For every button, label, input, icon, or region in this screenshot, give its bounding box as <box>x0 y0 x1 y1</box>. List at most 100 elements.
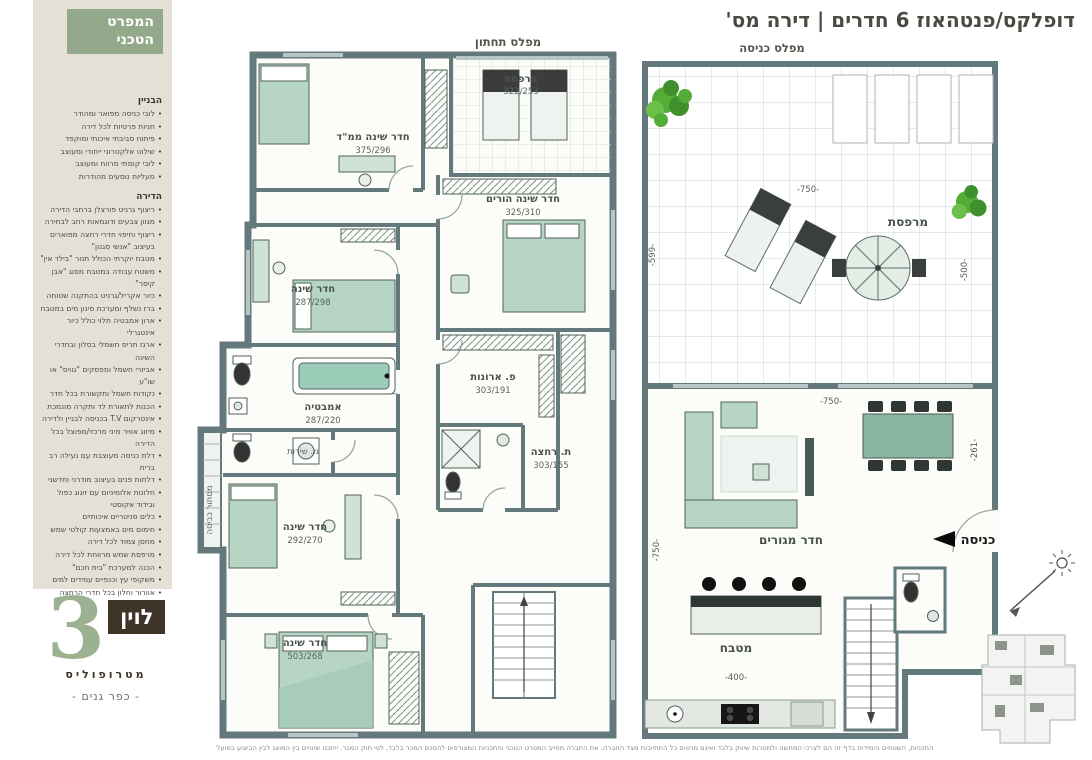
disclaimer-text: התכניות, השטחים והמידות בדף זה הם לצרכי … <box>216 744 934 752</box>
entrance-floor-plan: -750- -599- -500- מרפסת כניסה <box>642 61 1000 739</box>
spec-section-title: הבניין <box>137 96 162 106</box>
living-texts: -750- -750- -261- חדר מגורים מטבח -400- <box>652 397 980 683</box>
spec-item-text: הכנה למערכת "בית חכם" <box>72 562 155 572</box>
spec-item-text: לובי כניסה מפואר ומהודר <box>73 109 155 118</box>
spec-item: •חלונות אלומיניום עם זיגוג כפול ובידוד א… <box>38 487 162 511</box>
spec-item: •מטבח יוקרתי הכולל תנור "בילד אין" <box>38 253 162 266</box>
spec-item-text: כלים סניטריים איכותיים <box>82 512 155 522</box>
dim-text: -750- <box>820 397 842 407</box>
laundry-screen <box>202 431 222 549</box>
logo-tagline: - כפר גנים - <box>71 689 141 703</box>
entry-wc-icons <box>893 566 947 634</box>
spec-item-text: כיור אקריל/גרניט בהתקנה שטוחה <box>46 290 155 300</box>
spec-item-text: מעליות נוסעים מהודרות <box>78 171 155 181</box>
spec-item: •דלת כניסה מעוצבת עם נעילה רב בריח <box>38 450 162 474</box>
lower-room-labels: חדר שינה ממ"ד 375/296 מרפסת 322/253 חדר … <box>205 74 571 662</box>
spec-item: •אוורור וחלון בכל חדרי הרחצה <box>38 587 162 600</box>
spec-item-text: ברז נשלף ומערכת סינון מים במטבח <box>40 303 155 313</box>
spec-header: המפרט הטכני <box>67 9 163 54</box>
compass-and-siteplan <box>981 550 1076 744</box>
bedroom2-furniture <box>252 228 396 333</box>
spec-section-apartment: הדירה •ריצוף גרניט פורצלן ברחבי הדירה •מ… <box>38 192 162 600</box>
site-plan-icon <box>981 634 1076 744</box>
spec-item-text: מחסן צמוד לכל דירה <box>87 537 155 547</box>
closet-wardrobes-icon <box>442 334 586 418</box>
bullet-icon: • <box>157 291 162 300</box>
room-label: חדר שינה <box>283 638 327 649</box>
bullet-icon: • <box>157 267 162 276</box>
spec-item-text: ארון אמבטיה תלוי כולל כיור אינטגרלי <box>66 316 155 338</box>
developer-logo: לוין 3 מטרופוליס - כפר גנים - <box>38 579 174 703</box>
bullet-icon: • <box>157 576 162 585</box>
bullet-icon: • <box>157 389 162 398</box>
bullet-icon: • <box>157 160 162 169</box>
dining-table-icon <box>862 401 954 471</box>
spec-item: •ריצוף גרניט פורצלן ברחבי הדירה <box>38 204 162 217</box>
entrance-label: כניסה <box>961 533 996 548</box>
room-dim: 325/310 <box>505 208 540 218</box>
bullet-icon: • <box>157 172 162 181</box>
spec-item-text: מיזוג אוויר מיני מרכזי/מפוצל בכל הדירה <box>51 426 155 448</box>
spec-section-building: הבניין •לובי כניסה מפואר ומהודר •חניות פ… <box>38 96 162 184</box>
spec-item-text: אוורור וחלון בכל חדרי הרחצה <box>59 587 155 597</box>
spec-item: •מרפסת שמש מרווחת לכל דירה <box>38 549 162 562</box>
room-dim: 322/253 <box>503 87 538 97</box>
mamad-bed-icon <box>258 63 310 145</box>
bullet-icon: • <box>157 365 162 374</box>
bullet-icon: • <box>157 476 162 485</box>
spec-item: •חימום מים באמצעות קולטי שמש <box>38 524 162 537</box>
room-label: מסתור כביסה <box>205 485 215 534</box>
logo-number: 3 <box>46 579 106 678</box>
page-title: דופלקס/פנטהאוז 6 חדרים | דירה מס' <box>725 8 1075 32</box>
spec-item: •מעליות נוסעים מהודרות <box>38 171 162 184</box>
spec-item: •מחסן צמוד לכל דירה <box>38 536 162 549</box>
spec-item: •הכנות לתאורת לד ותקרה מונמכת <box>38 401 162 414</box>
spec-item-text: ריצוף וחיפוי חדרי רחצה מפוארים בעיצוב "א… <box>49 229 155 251</box>
spec-item-text: מגוון צבעים ודוגמאות רחב לבחירה <box>44 217 155 227</box>
room-label: חדר שינה <box>291 284 335 295</box>
bullet-icon: • <box>157 122 162 131</box>
spec-item: •כיור אקריל/גרניט בהתקנה שטוחה <box>38 290 162 303</box>
spec-item: •הכנה למערכת "בית חכם" <box>38 562 162 575</box>
room-label: פ. ארונות <box>470 372 516 383</box>
spec-item: •מיזוג אוויר מיני מרכזי/מפוצל בכל הדירה <box>38 426 162 450</box>
room-label: חדר שינה ממ"ד <box>336 132 409 143</box>
room-label: ת. רחצה <box>531 447 571 458</box>
room-label: אמבטיה <box>304 402 341 413</box>
bullet-icon: • <box>157 255 162 264</box>
spec-item-text: דלתות פנים בעיצוב מודרני וחדשני <box>48 475 155 485</box>
room-label: מרפסת <box>888 215 928 229</box>
bullet-icon: • <box>157 317 162 326</box>
bedroom3-furniture <box>228 483 396 606</box>
parents-bed-icon <box>450 219 586 313</box>
spec-item: •לובי קומתי מרווח ומעוצב <box>38 158 162 171</box>
room-dim: 287/298 <box>295 298 330 308</box>
pergola-slats <box>832 74 994 144</box>
room-dim: 503/268 <box>287 652 322 662</box>
bullet-icon: • <box>157 452 162 460</box>
spec-item: •דלתות פנים בעיצוב מודרני וחדשני <box>38 474 162 487</box>
spec-item: •ברז נשלף ומערכת סינון מים במטבח <box>38 303 162 316</box>
spec-item-text: משטח עבודה במטבח מסוג "אבן קיסר" <box>51 266 155 288</box>
spec-item: •ארגז תריס חשמלי בסלון ובחדרי השינה <box>38 339 162 363</box>
hall-closet-icon <box>424 69 448 149</box>
logo-name: מטרופוליס <box>65 667 147 681</box>
spec-item: •שילוט אלקטרוני ייחודי ומעוצב <box>38 146 162 159</box>
room-dim: 303/191 <box>475 386 510 396</box>
bullet-icon: • <box>157 588 162 597</box>
spec-item-text: נקודות חשמל ותקשורת בכל חדר <box>49 388 155 398</box>
spec-item-text: אינטרקום T.V בכניסה לבניין ולדירה <box>42 414 155 424</box>
room-label: מרפסת <box>504 74 537 85</box>
dim-text: -599- <box>648 244 658 266</box>
logo-brand: לוין <box>108 600 166 634</box>
spec-item: •נקודות חשמל ותקשורת בכל חדר <box>38 388 162 401</box>
bullet-icon: • <box>157 147 162 156</box>
bathtub-icon <box>292 357 396 395</box>
room-dim: 292/270 <box>287 536 322 546</box>
room-label: חדר שינה <box>283 522 327 533</box>
bullet-icon: • <box>157 402 162 411</box>
lower-floor-plan: חדר שינה ממ"ד 375/296 מרפסת 322/253 חדר … <box>197 51 617 739</box>
bullet-icon: • <box>157 427 162 436</box>
dim-text: -750- <box>652 539 662 561</box>
